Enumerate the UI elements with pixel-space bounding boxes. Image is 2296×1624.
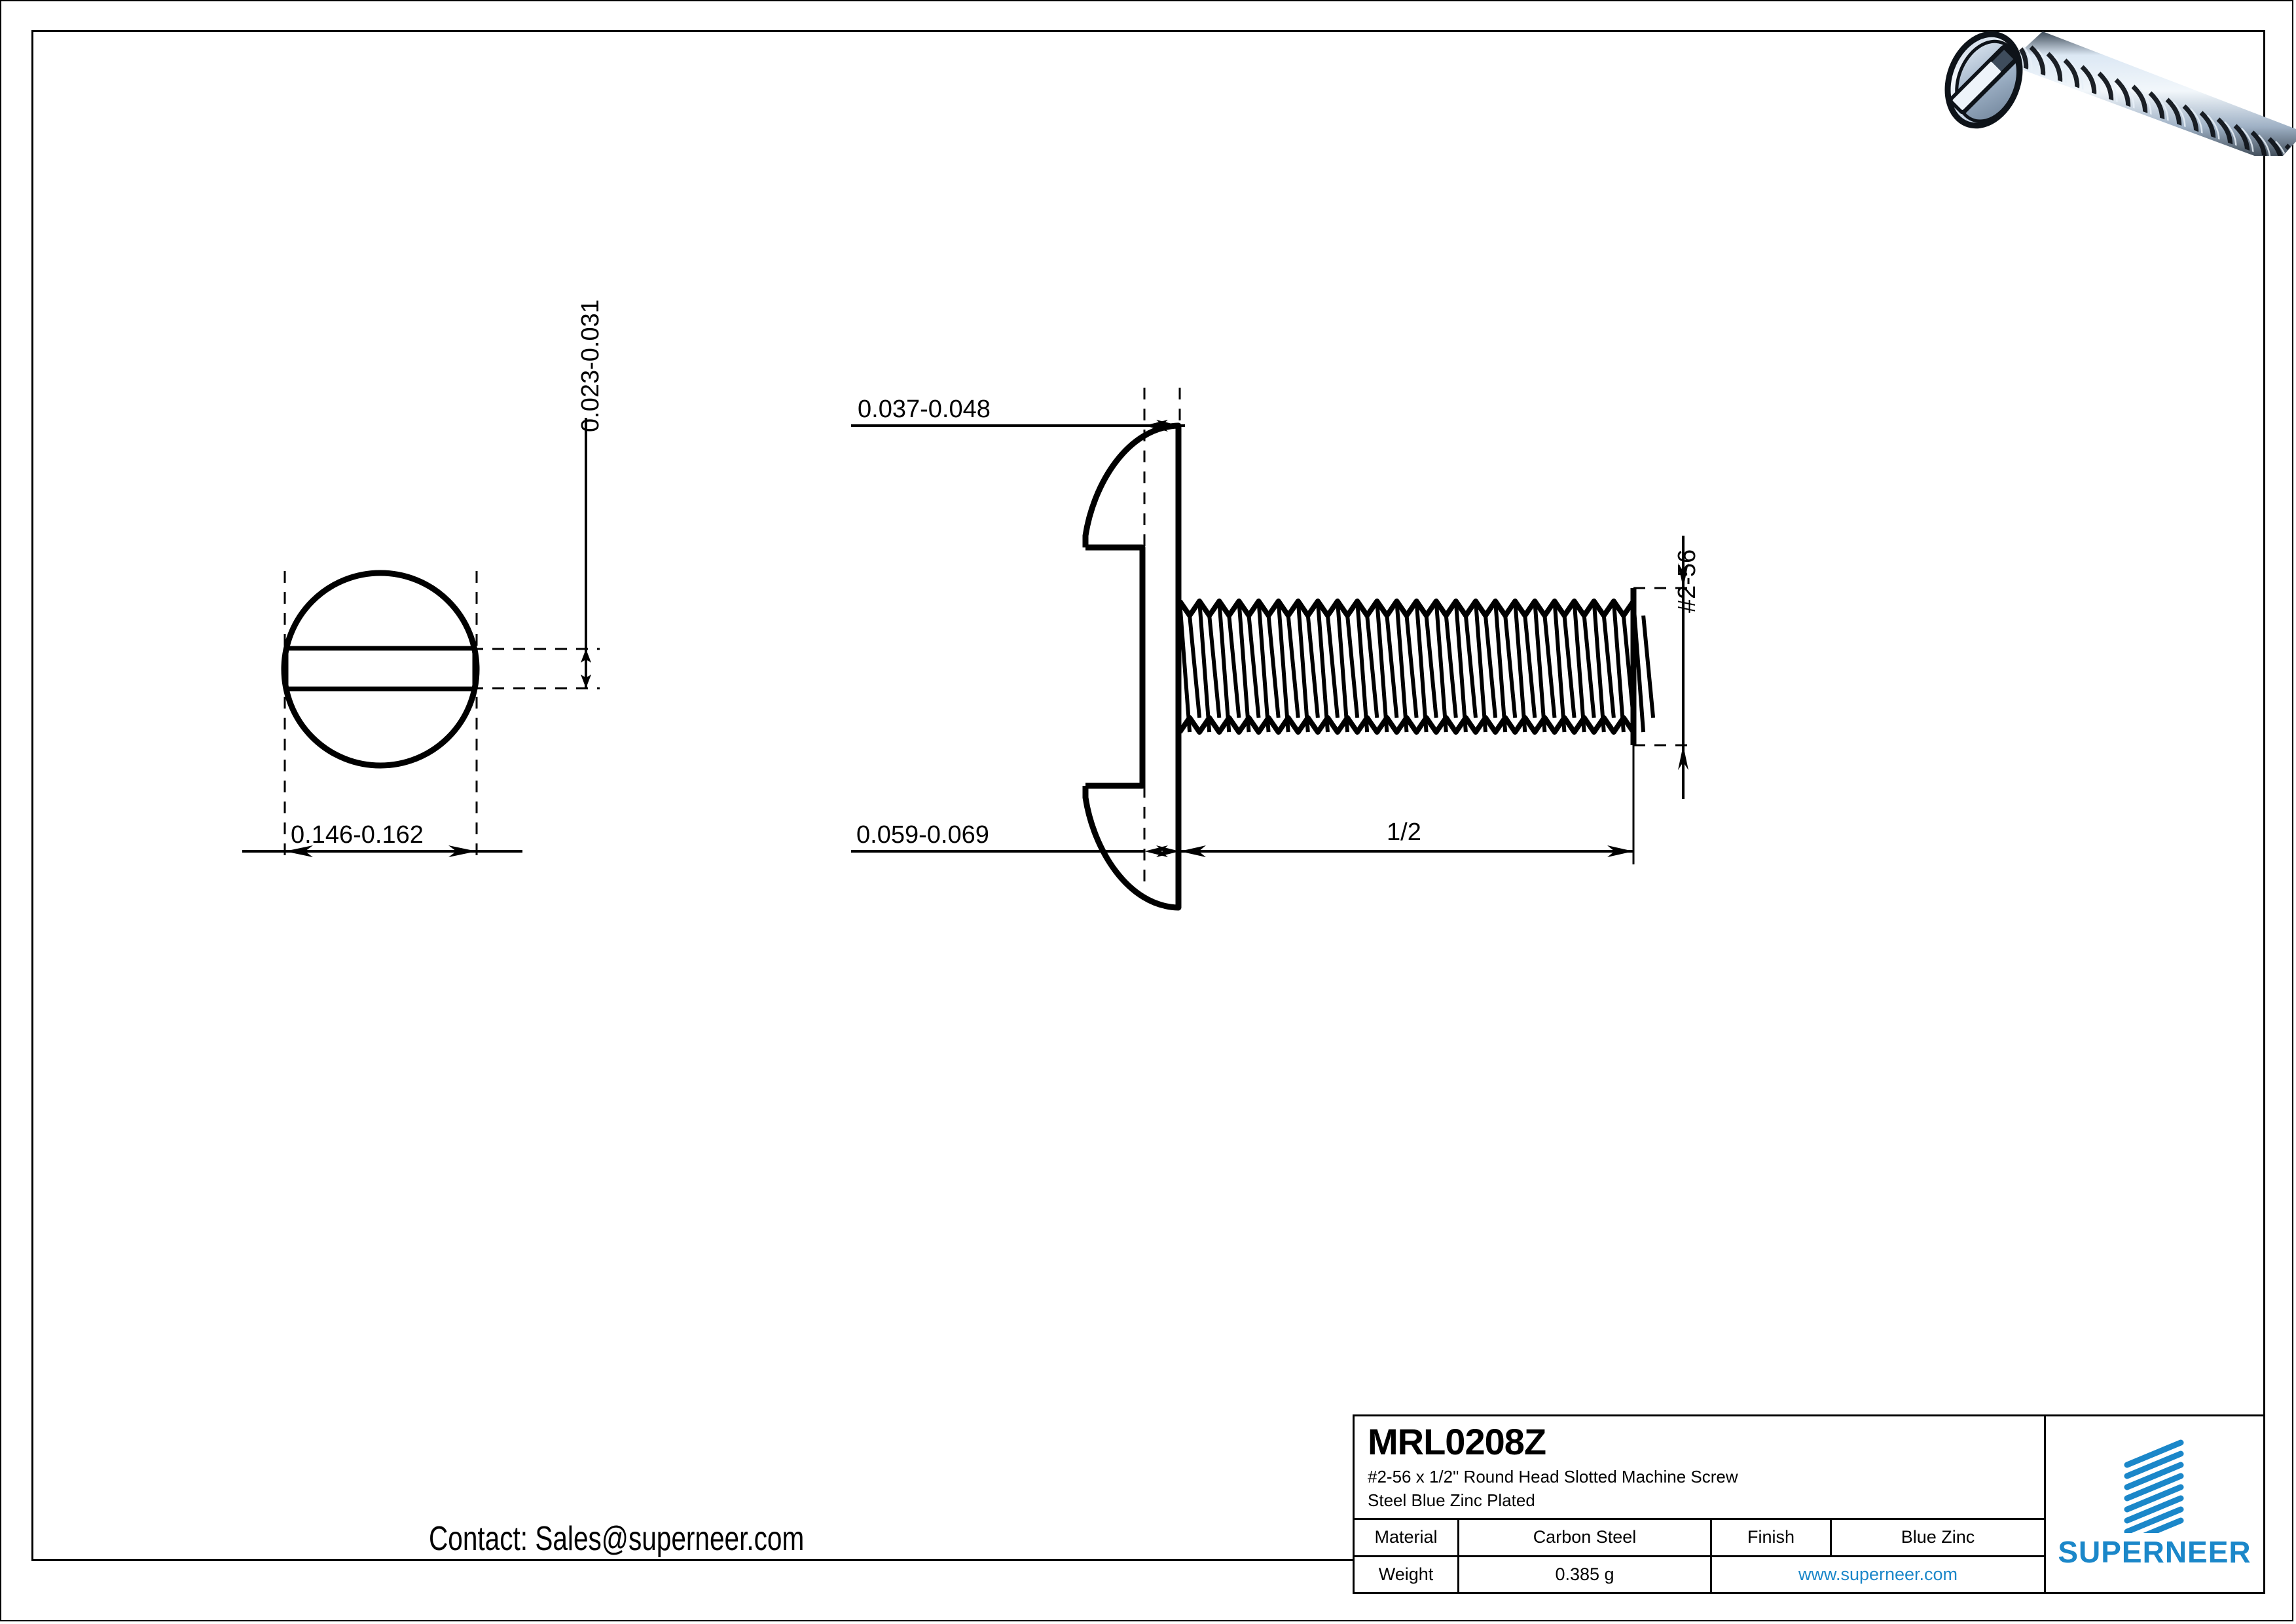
website-link[interactable]: www.superneer.com [1798,1564,1958,1584]
head-end-view: 0.023-0.031 0.146-0.162 [236,299,642,969]
finish-value: Blue Zinc [1901,1527,1975,1547]
part-number: MRL0208Z [1368,1421,1546,1462]
part-description-line-1: #2-56 x 1/2" Round Head Slotted Machine … [1368,1467,1738,1486]
material-label: Material [1355,1520,1459,1555]
material-value: Carbon Steel [1459,1520,1712,1555]
dim-slot-width: 0.023-0.031 [577,299,604,432]
part-description-line-2: Steel Blue Zinc Plated [1368,1490,1535,1510]
superneer-logo-icon [2124,1439,2184,1533]
dim-head-height: 0.059-0.069 [856,821,989,849]
material-finish-row: Material Carbon Steel Finish Blue Zinc [1355,1520,2044,1557]
drawing-frame [31,30,2265,1561]
contact-line: Contact: Sales@superneer.com [429,1520,805,1558]
finish-label: Finish [1712,1520,1832,1555]
title-block-info: MRL0208Z #2-56 x 1/2" Round Head Slotted… [1355,1416,2046,1592]
brand-logo: SUPERNEER [2046,1416,2263,1592]
brand-name: SUPERNEER [2058,1535,2251,1569]
weight-label: Weight [1355,1557,1459,1592]
title-block-header: MRL0208Z #2-56 x 1/2" Round Head Slotted… [1355,1416,2044,1520]
side-view: 0.037-0.048 0.059-0.069 1/2 #2-56 [845,367,1905,969]
dim-thread-length: 1/2 [1387,819,1421,846]
title-block: MRL0208Z #2-56 x 1/2" Round Head Slotted… [1353,1414,2265,1594]
weight-value: 0.385 g [1459,1557,1712,1592]
dim-head-diameter: 0.146-0.162 [291,821,424,849]
dim-slot-depth: 0.037-0.048 [858,396,991,423]
dim-thread-spec: #2-56 [1673,549,1701,613]
weight-website-row: Weight 0.385 g www.superneer.com [1355,1557,2044,1592]
